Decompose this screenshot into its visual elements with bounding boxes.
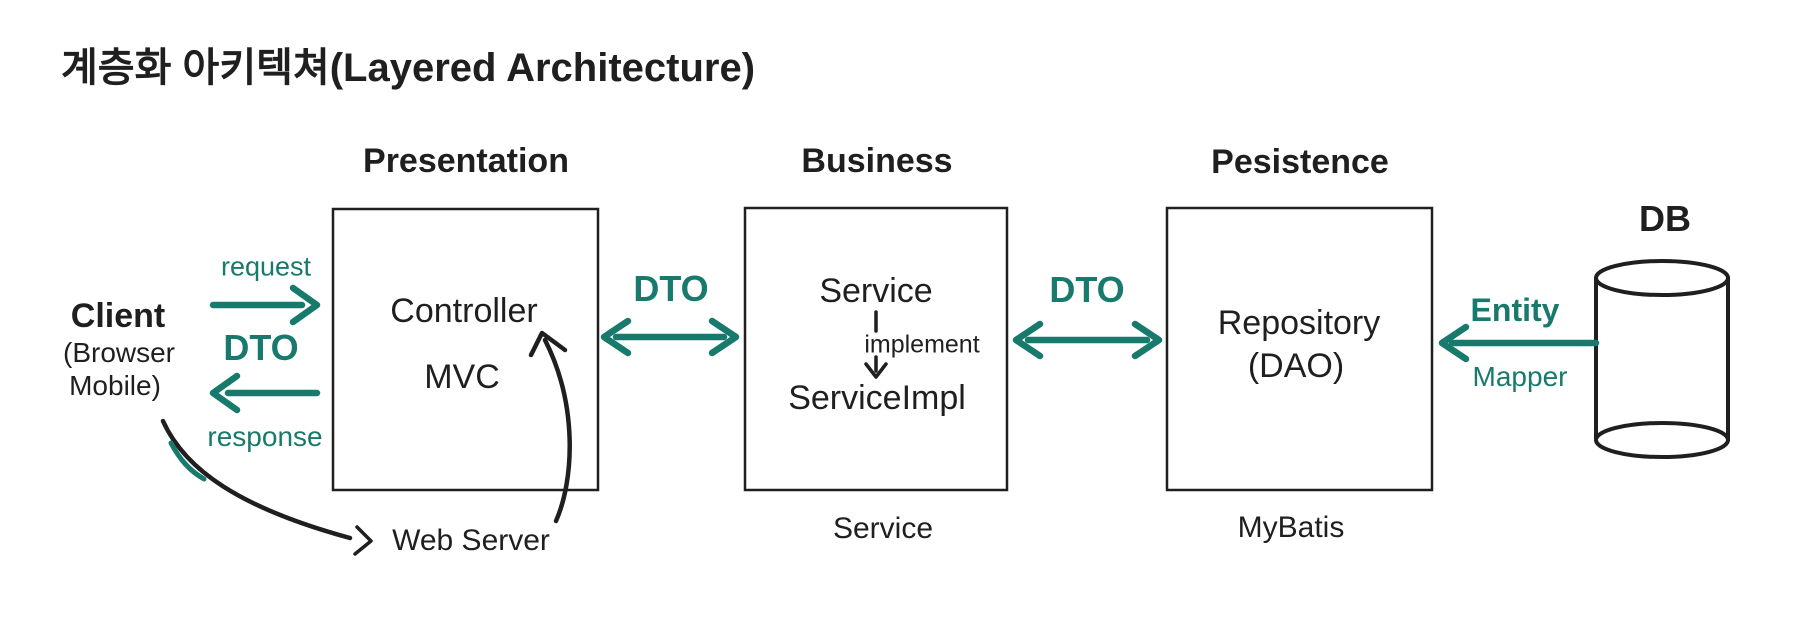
dao-label: (DAO) — [1247, 347, 1345, 385]
implement-label: implement — [864, 330, 980, 359]
db-label: DB — [1639, 198, 1691, 239]
serviceimpl-label: ServiceImpl — [788, 379, 966, 417]
dto-label-presentation-business: DTO — [633, 268, 709, 309]
mapper-label: Mapper — [1472, 361, 1568, 392]
response-label: response — [207, 421, 323, 452]
dto-arrow-presentation-business — [600, 317, 740, 357]
web-server-label: Web Server — [392, 524, 550, 557]
client-detail-line2: Mobile) — [69, 370, 161, 401]
entity-label: Entity — [1470, 292, 1560, 328]
persistence-footer-label: MyBatis — [1237, 511, 1345, 544]
presentation-layer-header: Presentation — [363, 142, 569, 180]
client-detail-line1: (Browser — [62, 337, 176, 368]
request-label: request — [220, 251, 312, 282]
webserver-controller-curve-arrow — [528, 330, 572, 524]
response-arrow — [209, 372, 321, 414]
dto-arrow-business-persistence — [1012, 320, 1163, 360]
client-webserver-curve-arrow — [160, 418, 373, 556]
entity-arrow — [1438, 323, 1600, 363]
business-layer-header: Business — [801, 142, 953, 180]
implement-arrow — [864, 310, 888, 379]
presentation-layer-box — [331, 207, 600, 492]
controller-label: Controller — [390, 292, 538, 330]
client-label: Client — [70, 297, 166, 335]
mvc-label: MVC — [424, 358, 500, 396]
dto-label-business-persistence: DTO — [1049, 269, 1125, 310]
db-cylinder-icon — [1594, 259, 1730, 459]
persistence-layer-header: Pesistence — [1211, 143, 1389, 181]
business-footer-label: Service — [832, 512, 934, 545]
request-arrow — [209, 284, 321, 326]
service-interface-label: Service — [819, 272, 933, 310]
client-dto-label: DTO — [223, 327, 299, 368]
page-title: 계층화 아키텍쳐(Layered Architecture) — [61, 46, 756, 90]
repository-label: Repository — [1217, 304, 1381, 342]
persistence-layer-box — [1165, 206, 1434, 492]
business-layer-box — [743, 206, 1009, 492]
